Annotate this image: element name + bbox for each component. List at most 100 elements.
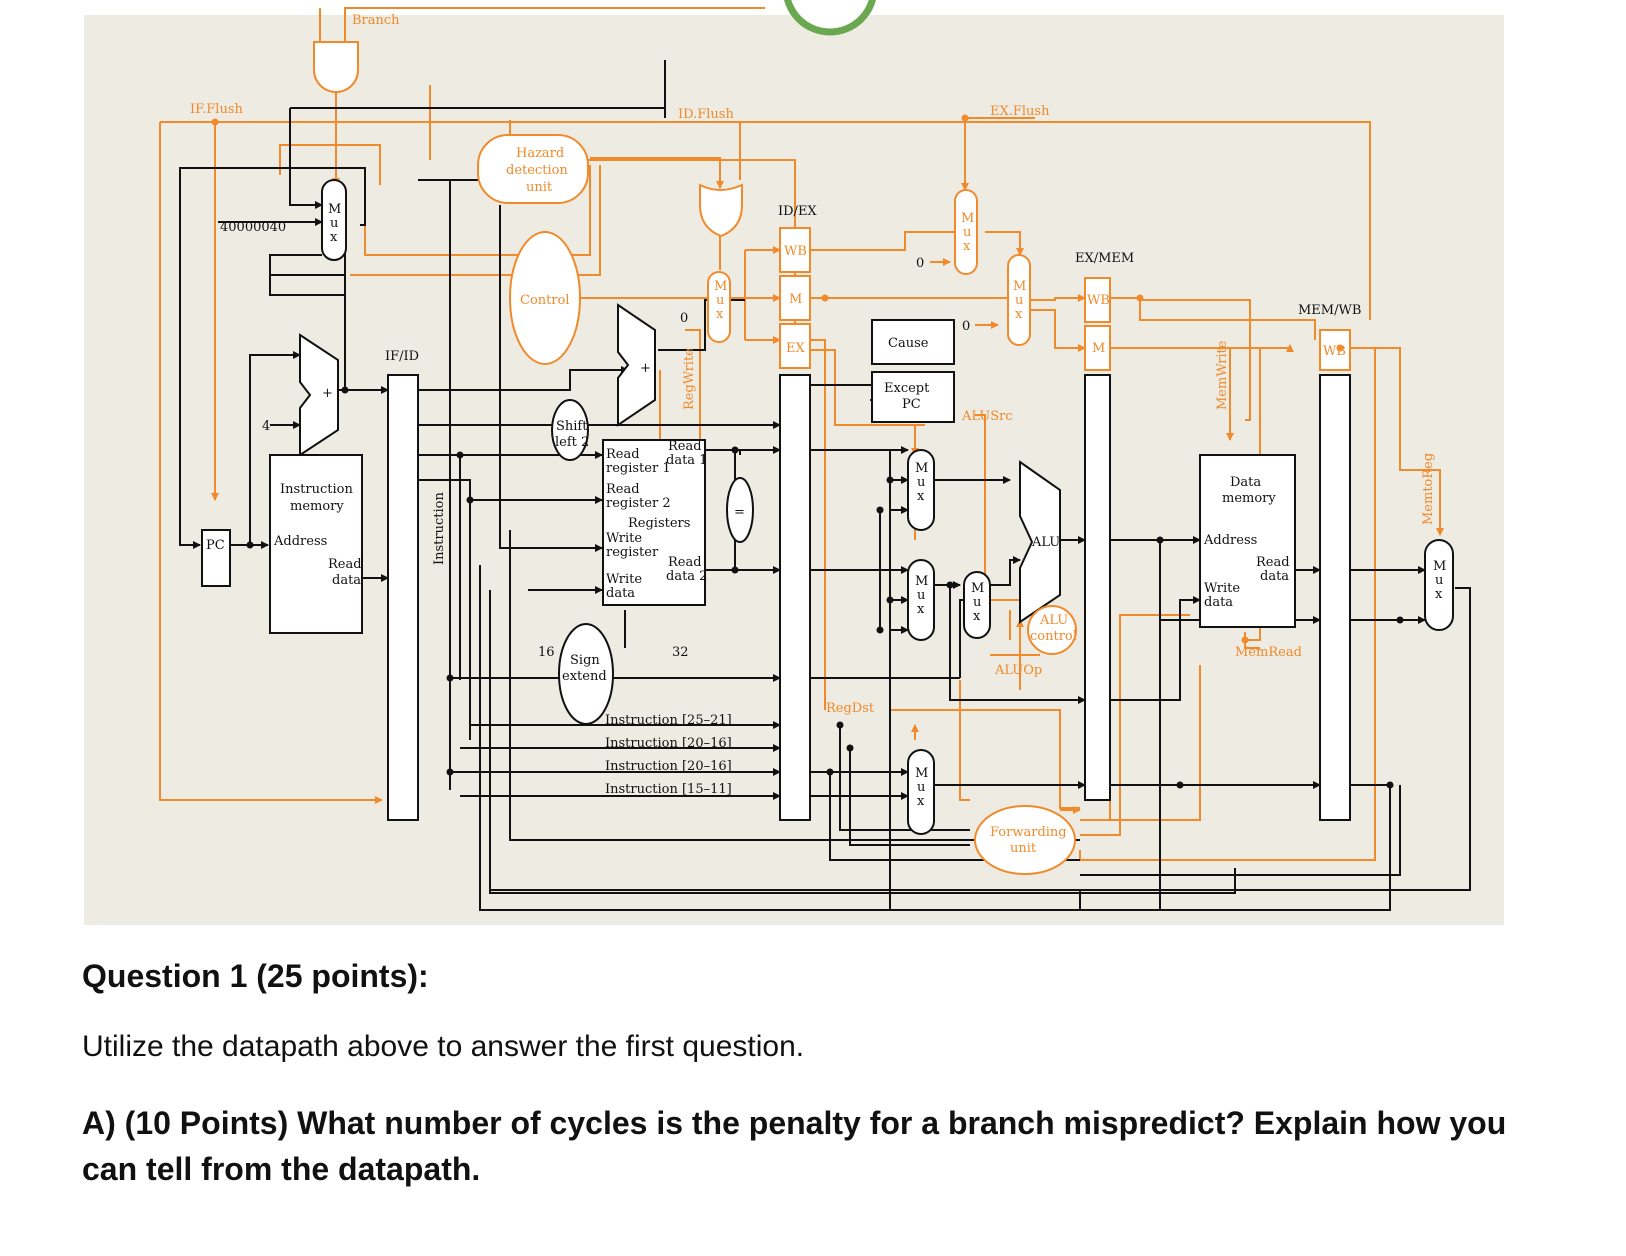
write-register-b: register: [606, 545, 659, 560]
forward-a-mux-x: x: [917, 489, 925, 504]
question-intro: Utilize the datapath above to answer the…: [82, 1030, 805, 1063]
read-data-1b: data 1: [666, 453, 707, 468]
imem-address: Address: [273, 534, 327, 549]
if-id-register: [387, 374, 419, 821]
cause-label: Cause: [888, 336, 929, 351]
equality-comparator: [726, 477, 754, 543]
mem-to-reg-label: MemtoReg: [1421, 453, 1436, 525]
data-memory: [1199, 454, 1296, 628]
sign-label-2: extend: [562, 669, 607, 684]
sign-extend: [558, 623, 614, 725]
read-data-1a: Read: [668, 439, 702, 454]
zero-label-1: 0: [680, 311, 688, 326]
zero-label-3: 0: [962, 319, 970, 334]
ex-mem-m-field: [1084, 325, 1111, 371]
forward-a-mux: [907, 449, 935, 531]
shift-label-2: left 2: [555, 435, 589, 450]
hazard-label-3: unit: [526, 180, 553, 195]
dmem-label-2: memory: [1222, 491, 1276, 506]
except-label-1: Except: [884, 381, 930, 396]
id-ex-m-field: [779, 275, 811, 321]
forward-a-mux-u: u: [917, 475, 925, 490]
read-register-1b: register 1: [606, 461, 671, 476]
shift-label-1: Shift: [556, 419, 588, 434]
ex-flush-mux2-x: x: [1015, 307, 1023, 322]
junction-dots-orange: [211, 114, 1344, 644]
dmem-write-data: data: [1204, 595, 1233, 610]
sixteen-label: 16: [538, 645, 555, 660]
question-part-a: A) (10 Points) What number of cycles is …: [82, 1105, 1507, 1187]
if-flush-label: IF.Flush: [190, 102, 243, 117]
except-label-2: PC: [902, 397, 921, 412]
hazard-label-1: Hazard: [516, 146, 564, 161]
pc-mux-m: M: [328, 202, 341, 217]
imem-label-1: Instruction: [280, 482, 353, 497]
circle-badge: [784, 0, 876, 36]
forward-b-mux-m: M: [915, 574, 928, 589]
registers-label: Registers: [628, 516, 690, 531]
alu-src-mux-x: x: [973, 609, 981, 624]
alu-control-label-2: control: [1030, 629, 1077, 644]
read-register-1a: Read: [606, 447, 640, 462]
forward-b-mux-u: u: [917, 588, 925, 603]
mem-to-reg-mux-m: M: [1433, 559, 1446, 574]
ex-flush-m-mux: [1007, 254, 1031, 346]
ex-mem-wb-label: WB: [1087, 293, 1110, 308]
adder-plus: +: [322, 386, 333, 401]
equals-label: =: [734, 505, 745, 520]
shift-left-2: [551, 399, 589, 461]
cause-register: [871, 319, 955, 365]
id-ex-m-label: M: [789, 292, 802, 307]
reg-dst-mux: [907, 749, 935, 835]
alu-src-mux-u: u: [973, 595, 981, 610]
mem-to-reg-mux-u: u: [1435, 573, 1443, 588]
imem-data: data: [332, 573, 361, 588]
imem-label-2: memory: [290, 499, 344, 514]
instr-15-11: Instruction [15–11]: [605, 782, 732, 797]
id-ex-ex-field: [779, 323, 811, 369]
zero-label-2: 0: [916, 256, 924, 271]
ex-flush-mux2-m: M: [1013, 279, 1026, 294]
id-ex-wb-label: WB: [784, 244, 807, 259]
sign-label-1: Sign: [570, 653, 600, 668]
mem-read-label: MemRead: [1235, 645, 1302, 660]
reg-dst-label: RegDst: [826, 701, 875, 716]
dmem-write: Write: [1204, 581, 1240, 596]
mem-wb-wb-field: [1319, 329, 1351, 371]
alu-src-mux: [963, 571, 991, 639]
alu-label: ALU: [1031, 535, 1060, 550]
ex-flush-mux-x: x: [963, 239, 971, 254]
forward-b-mux: [907, 559, 935, 641]
pc-mux-x: x: [330, 230, 338, 245]
alu-control-label-1: ALU: [1039, 613, 1068, 628]
instruction-memory: [269, 454, 363, 634]
data-wires: [179, 60, 1471, 911]
if-id-label: IF/ID: [385, 349, 419, 364]
adder2-plus: +: [640, 361, 651, 376]
control-mux-m: M: [714, 279, 727, 294]
dmem-read: Read: [1256, 555, 1290, 570]
alu-control: [1027, 605, 1077, 655]
read-register-2b: register 2: [606, 496, 671, 511]
ex-mem-register: [1084, 374, 1111, 801]
mem-to-reg-mux: [1424, 539, 1454, 631]
branch-label: Branch: [352, 13, 400, 28]
dmem-data: data: [1260, 569, 1289, 584]
question-title: Question 1 (25 points):: [82, 958, 429, 994]
instr-20-16-a: Instruction [20–16]: [605, 736, 732, 751]
id-flush-label: ID.Flush: [678, 107, 734, 122]
imem-read: Read: [328, 557, 362, 572]
id-ex-ex-label: EX: [786, 341, 805, 356]
instr-25-21: Instruction [25–21]: [605, 713, 732, 728]
mem-wb-register: [1319, 374, 1351, 821]
reg-dst-mux-m: M: [915, 766, 928, 781]
except-pc-register: [871, 371, 955, 423]
ex-mem-label: EX/MEM: [1075, 251, 1134, 266]
control-wires: [159, 7, 1444, 861]
instruction-label: Instruction: [432, 492, 447, 565]
alu-src-mux-m: M: [971, 581, 984, 596]
read-register-2a: Read: [606, 482, 640, 497]
id-ex-register: [779, 374, 811, 821]
read-data-2a: Read: [668, 555, 702, 570]
hazard-label-2: detection: [506, 163, 568, 178]
